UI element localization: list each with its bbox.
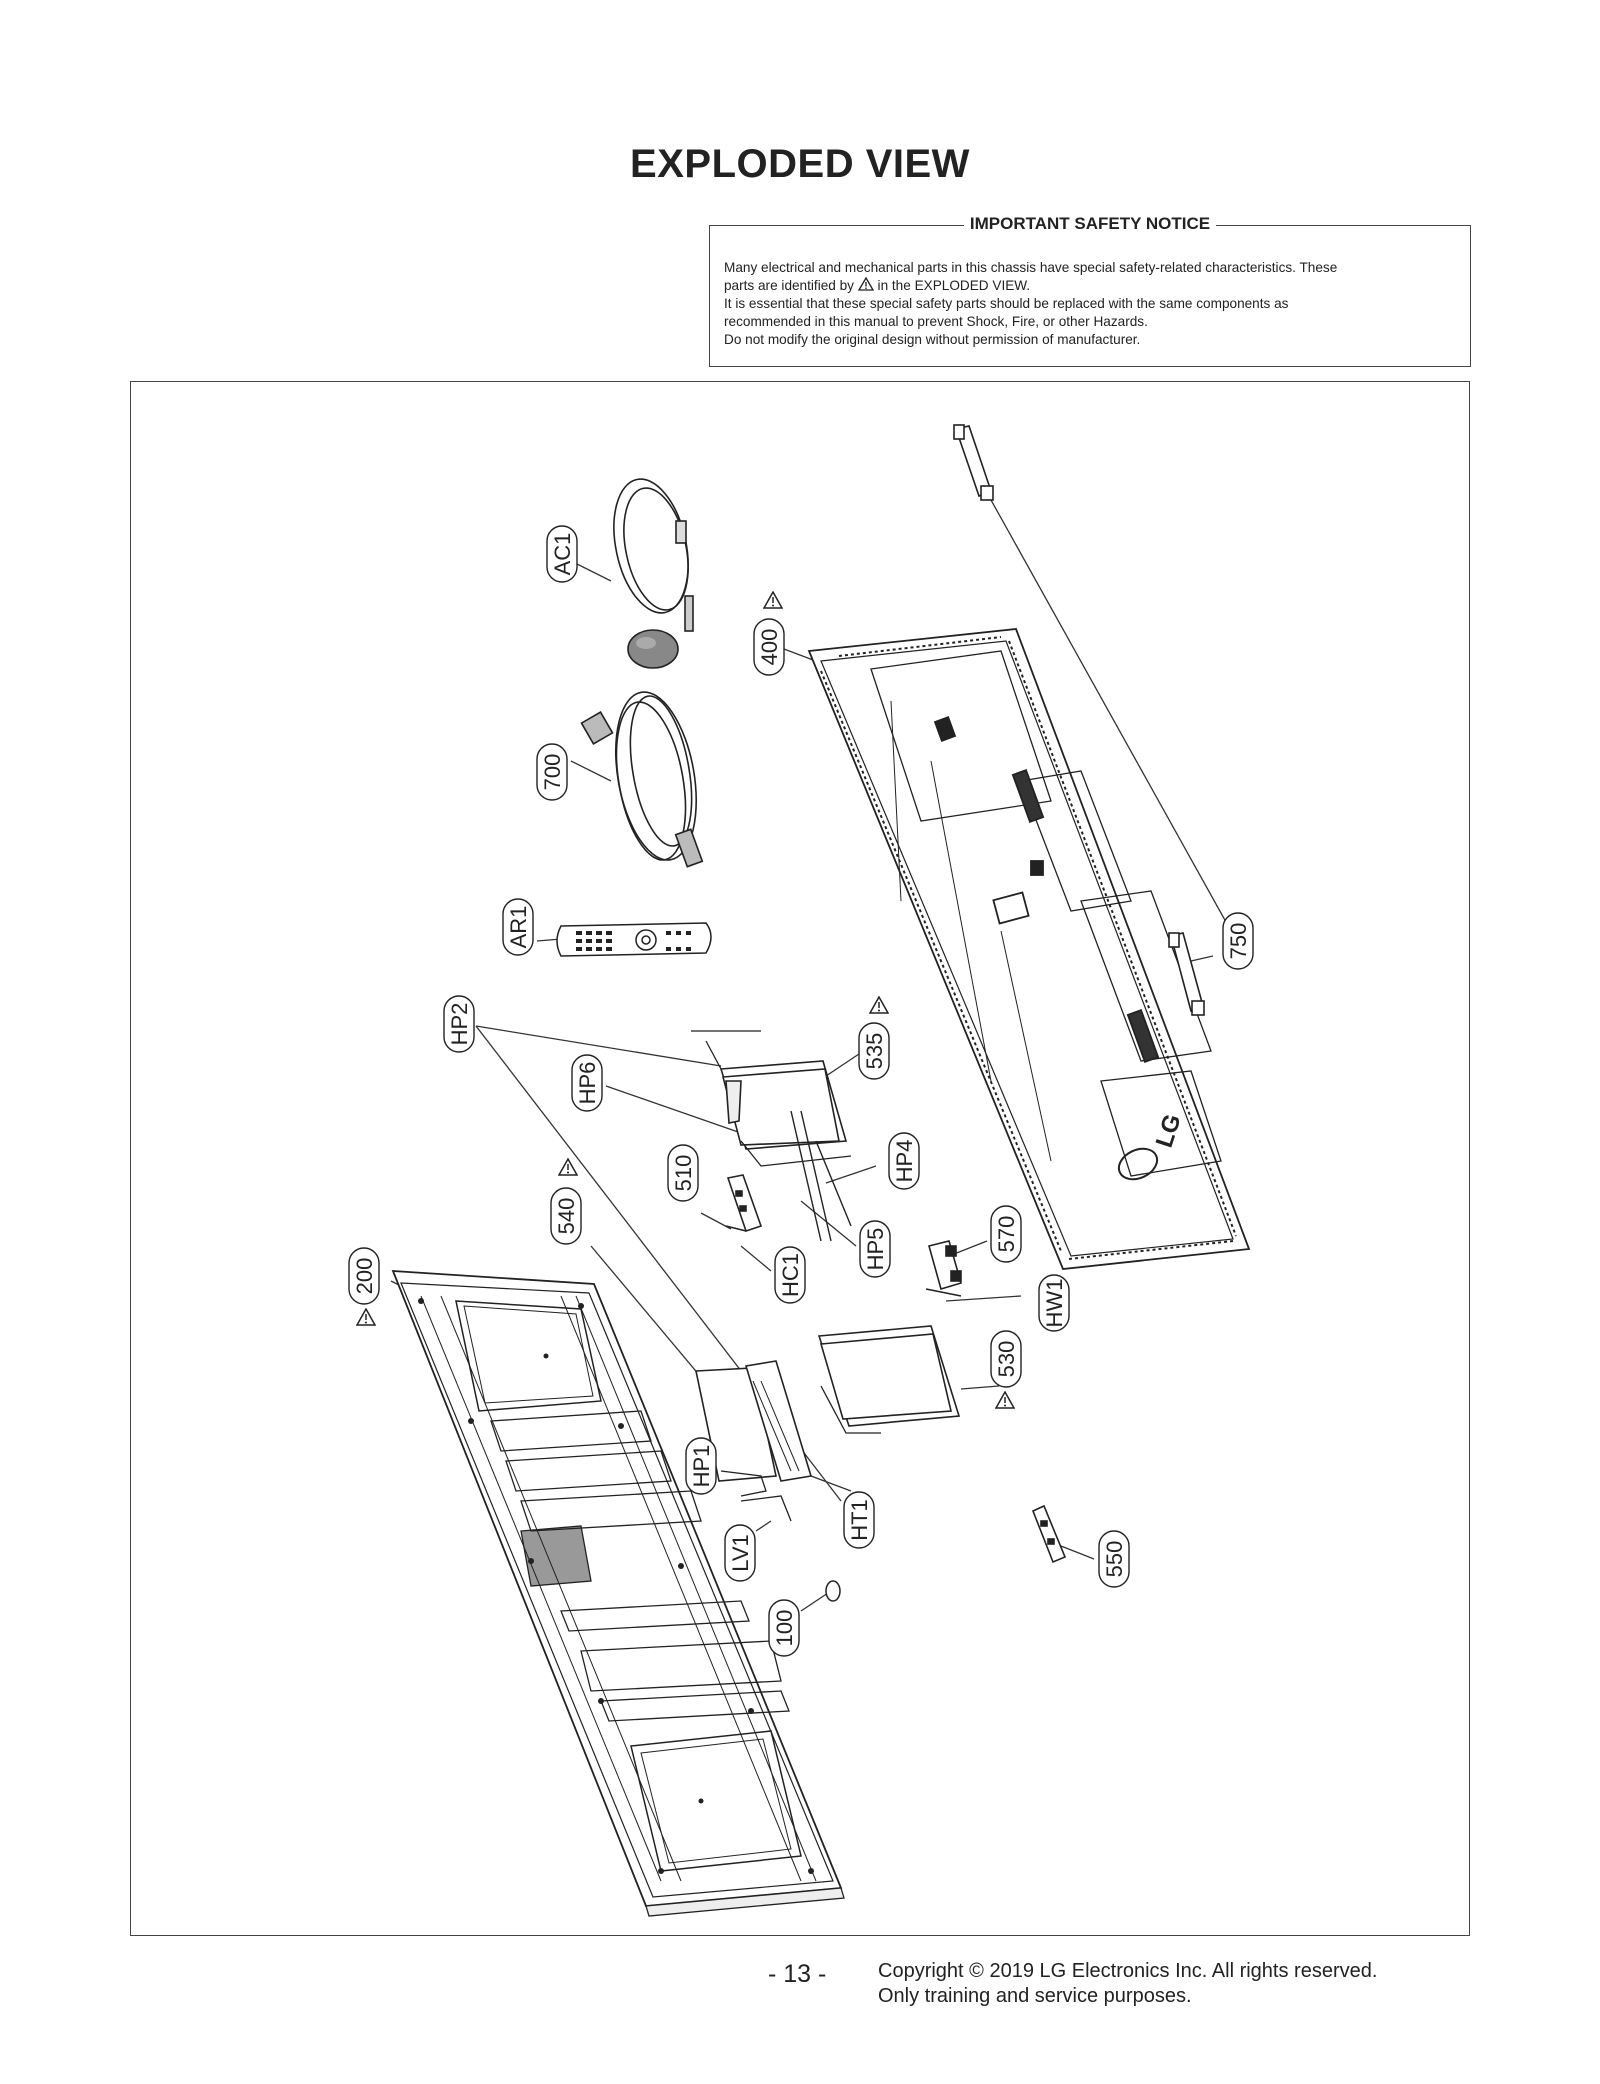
back-cover-part: LG (807, 628, 1251, 1270)
label-510: 510 (667, 1144, 699, 1202)
svg-text:570: 570 (994, 1216, 1019, 1253)
part-550 (1031, 1504, 1067, 1564)
svg-text:HP6: HP6 (575, 1062, 600, 1105)
svg-text:HP1: HP1 (689, 1445, 714, 1488)
label-lv1: LV1 (724, 1524, 756, 1582)
copyright-line: Copyright © 2019 LG Electronics Inc. All… (878, 1960, 1378, 1982)
label-530: 530 (990, 1330, 1022, 1388)
label-570: 570 (990, 1205, 1022, 1263)
bracket-750-top (953, 424, 994, 501)
svg-text:HP2: HP2 (447, 1003, 472, 1046)
ir-board-510 (725, 1174, 763, 1233)
copyright-line: Only training and service purposes. (878, 1985, 1192, 2007)
copyright: Copyright © 2019 LG Electronics Inc. All… (878, 1959, 1377, 2009)
label-ar1: AR1 (502, 898, 534, 956)
label-hp2: HP2 (443, 995, 475, 1053)
svg-text:550: 550 (1102, 1541, 1127, 1578)
svg-text:AC1: AC1 (550, 533, 575, 576)
cable-hp4-hp5 (790, 1110, 852, 1242)
page-number: - 13 - (768, 1960, 827, 1988)
label-750: 750 (1222, 912, 1254, 970)
main-board-530 (817, 1325, 961, 1434)
label-200: 200 (348, 1247, 380, 1305)
svg-text:200: 200 (352, 1258, 377, 1295)
svg-text:535: 535 (862, 1033, 887, 1070)
svg-text:530: 530 (994, 1341, 1019, 1378)
label-hw1: HW1 (1038, 1274, 1070, 1332)
safety-notice-line: It is essential that these special safet… (724, 296, 1289, 311)
label-540: 540 (550, 1187, 582, 1245)
label-hp6: HP6 (571, 1054, 603, 1112)
label-100: 100 (768, 1599, 800, 1657)
label-ht1: HT1 (843, 1491, 875, 1549)
label-700: 700 (536, 743, 568, 801)
svg-text:700: 700 (540, 754, 565, 791)
safety-notice-body: Many electrical and mechanical parts in … (724, 259, 1456, 349)
warning-triangle-icon (857, 276, 874, 291)
label-550: 550 (1098, 1530, 1130, 1588)
bracket-570 (925, 1240, 962, 1297)
svg-text:750: 750 (1226, 923, 1251, 960)
svg-text:HC1: HC1 (778, 1253, 803, 1297)
label-ac1: AC1 (546, 525, 578, 583)
safety-notice-title: IMPORTANT SAFETY NOTICE (963, 214, 1217, 233)
safety-notice-line: Many electrical and mechanical parts in … (724, 260, 1338, 275)
bracket-750-bottom (1168, 932, 1205, 1016)
label-535: 535 (858, 1022, 890, 1080)
svg-text:540: 540 (554, 1198, 579, 1235)
ac1-cable-part (613, 478, 694, 669)
screw-100 (825, 1580, 841, 1602)
safety-notice-line: parts are identified by in the EXPLODED … (724, 276, 1031, 293)
safety-notice-line: Do not modify the original design withou… (724, 332, 1141, 347)
svg-text:510: 510 (671, 1155, 696, 1192)
label-hc1: HC1 (774, 1246, 806, 1304)
shield-540 (695, 1360, 813, 1522)
svg-text:HT1: HT1 (847, 1499, 872, 1541)
safety-notice-box: IMPORTANT SAFETY NOTICE Many electrical … (709, 214, 1471, 367)
remote-control-part (556, 922, 712, 957)
svg-text:400: 400 (757, 629, 782, 666)
svg-text:HP5: HP5 (863, 1228, 888, 1271)
power-cord-part (580, 691, 704, 868)
power-board-535 (691, 1030, 852, 1167)
label-hp1: HP1 (685, 1437, 717, 1495)
svg-text:100: 100 (772, 1610, 797, 1647)
svg-text:LV1: LV1 (728, 1534, 753, 1572)
label-400: 400 (753, 618, 785, 676)
exploded-view-diagram: LG (130, 381, 1470, 1936)
display-module-200 (391, 1270, 845, 1917)
page-title: EXPLODED VIEW (630, 142, 970, 186)
label-hp4: HP4 (888, 1132, 920, 1190)
safety-notice-line: recommended in this manual to prevent Sh… (724, 314, 1148, 329)
svg-text:HP4: HP4 (892, 1140, 917, 1183)
label-hp5: HP5 (859, 1220, 891, 1278)
svg-text:AR1: AR1 (506, 906, 531, 949)
svg-text:HW1: HW1 (1042, 1279, 1067, 1328)
